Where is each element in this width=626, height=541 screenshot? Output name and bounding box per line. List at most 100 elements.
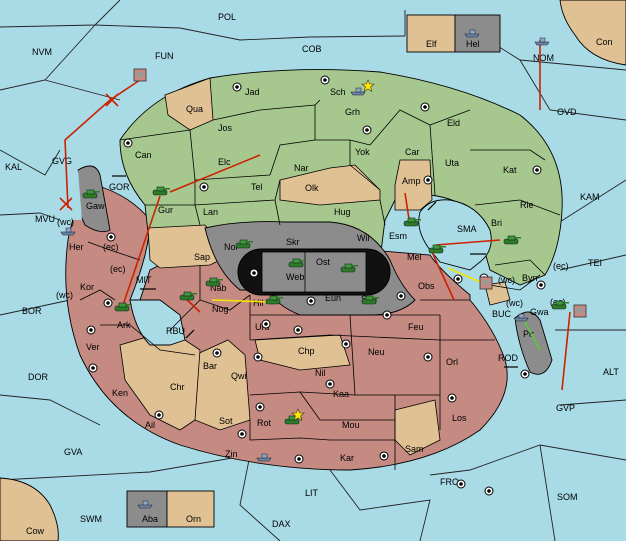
- sea-cob: COB: [302, 44, 322, 54]
- province-cow[interactable]: [0, 477, 59, 541]
- adjacency-arrows: [112, 175, 518, 368]
- svg-text:(wc): (wc): [498, 275, 515, 285]
- svg-text:Hug: Hug: [334, 207, 351, 217]
- svg-text:Kor: Kor: [80, 282, 94, 292]
- sea-mvu: MVU: [35, 214, 55, 224]
- svg-text:Obs: Obs: [418, 281, 435, 291]
- svg-text:Elf: Elf: [426, 39, 437, 49]
- svg-text:Los: Los: [452, 413, 467, 423]
- svg-text:Jos: Jos: [218, 123, 233, 133]
- sea-gva: GVA: [64, 447, 82, 457]
- province-hel[interactable]: [454, 14, 501, 53]
- svg-text:Rie: Rie: [520, 200, 534, 210]
- sea-fro: FRO: [440, 477, 459, 487]
- sea-kal: KAL: [5, 162, 22, 172]
- svg-text:Byn: Byn: [522, 273, 538, 283]
- svg-text:Can: Can: [135, 150, 152, 160]
- svg-text:Neu: Neu: [368, 347, 385, 357]
- province-pir[interactable]: [514, 311, 553, 375]
- sea-mit: MIT: [136, 275, 152, 285]
- sea-kam: KAM: [580, 192, 600, 202]
- svg-text:(wc): (wc): [506, 298, 523, 308]
- svg-text:Orl: Orl: [446, 357, 458, 367]
- svg-text:Ken: Ken: [112, 388, 128, 398]
- svg-text:Sch: Sch: [330, 87, 346, 97]
- svg-text:Con: Con: [596, 37, 613, 47]
- svg-text:Tel: Tel: [251, 182, 263, 192]
- svg-text:Web: Web: [286, 272, 304, 282]
- svg-text:Ark: Ark: [117, 320, 131, 330]
- svg-text:Sap: Sap: [194, 252, 210, 262]
- svg-text:Pir: Pir: [523, 329, 534, 339]
- svg-text:Ost: Ost: [316, 257, 331, 267]
- svg-text:(wc): (wc): [56, 290, 73, 300]
- province-labels: Con Cow Elf Hel Aba Orn Jad Sch Qua Jos …: [26, 37, 613, 536]
- sea-ovd: OVD: [557, 107, 577, 117]
- svg-text:Aba: Aba: [142, 514, 158, 524]
- sea-fun: FUN: [155, 51, 174, 61]
- sea-nvm: NVM: [32, 47, 52, 57]
- province-aba[interactable]: [126, 490, 168, 528]
- sea-som: SOM: [557, 492, 578, 502]
- svg-text:(ec): (ec): [103, 242, 119, 252]
- sea-gor: GOR: [109, 182, 130, 192]
- svg-text:Yok: Yok: [355, 147, 370, 157]
- convoy-order: [522, 317, 541, 351]
- sea-buc: BUC: [492, 309, 512, 319]
- sea-pol: POL: [218, 12, 236, 22]
- svg-text:Uta: Uta: [445, 158, 459, 168]
- svg-text:Nil: Nil: [315, 368, 326, 378]
- svg-text:Qwi: Qwi: [231, 371, 247, 381]
- sea-labels: POL COB NVM FUN NOM OVD KAL GVG GOR MVU …: [5, 12, 619, 529]
- support-orders: [211, 267, 481, 303]
- svg-text:Eun: Eun: [325, 293, 341, 303]
- sea-sma: SMA: [457, 224, 477, 234]
- sea-mvu-inlet: [60, 170, 82, 220]
- sea-rbu-inlet: [129, 299, 186, 346]
- svg-text:Zin: Zin: [225, 449, 238, 459]
- svg-text:Cow: Cow: [26, 526, 45, 536]
- sea-bor: BOR: [22, 306, 42, 316]
- svg-text:Mou: Mou: [342, 420, 360, 430]
- svg-text:Nar: Nar: [294, 163, 309, 173]
- province-elf[interactable]: [406, 14, 456, 53]
- sea-rod: ROD: [498, 353, 519, 363]
- svg-text:Uru: Uru: [255, 322, 270, 332]
- svg-text:Elc: Elc: [218, 157, 231, 167]
- sea-rbu: RBU: [166, 326, 185, 336]
- svg-text:Sot: Sot: [219, 416, 233, 426]
- svg-text:Qua: Qua: [186, 104, 203, 114]
- svg-text:Lan: Lan: [203, 207, 218, 217]
- sea-nom: NOM: [533, 53, 554, 63]
- svg-text:Ver: Ver: [86, 342, 100, 352]
- province-con[interactable]: [559, 0, 626, 66]
- svg-text:Car: Car: [405, 147, 420, 157]
- svg-text:Wil: Wil: [357, 233, 370, 243]
- svg-text:Orn: Orn: [186, 514, 201, 524]
- svg-text:Nor: Nor: [224, 242, 239, 252]
- sea-gvg: GVG: [52, 156, 72, 166]
- sea-tei: TEI: [588, 258, 602, 268]
- svg-text:Gur: Gur: [158, 205, 173, 215]
- svg-text:Hel: Hel: [466, 39, 480, 49]
- svg-text:Sam: Sam: [405, 444, 424, 454]
- sea-dor: DOR: [28, 372, 49, 382]
- svg-text:Bar: Bar: [203, 361, 217, 371]
- province-orn[interactable]: [166, 490, 215, 528]
- svg-text:(ec): (ec): [110, 264, 126, 274]
- svg-text:Ail: Ail: [145, 420, 155, 430]
- svg-text:Jad: Jad: [245, 87, 260, 97]
- svg-text:Chr: Chr: [170, 382, 185, 392]
- sea-dax: DAX: [272, 519, 291, 529]
- svg-text:Kat: Kat: [503, 165, 517, 175]
- svg-text:Chp: Chp: [298, 346, 315, 356]
- province-borders: [79, 99, 561, 470]
- svg-text:Esm: Esm: [389, 231, 407, 241]
- svg-text:Kaa: Kaa: [333, 389, 349, 399]
- svg-text:Bri: Bri: [491, 218, 502, 228]
- svg-text:Nab: Nab: [210, 283, 227, 293]
- svg-text:Mel: Mel: [407, 252, 422, 262]
- sea-swm: SWM: [80, 514, 102, 524]
